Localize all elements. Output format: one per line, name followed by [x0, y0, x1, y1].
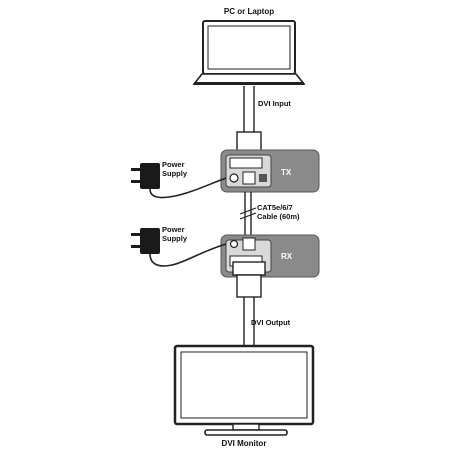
monitor-icon: [173, 344, 315, 436]
cat-cable: [239, 192, 257, 237]
power-adapter-bottom-icon: [131, 228, 227, 267]
laptop-icon: [192, 20, 306, 85]
rx-label: RX: [281, 252, 293, 261]
tx-unit-icon: [220, 149, 320, 193]
source-label: PC or Laptop: [224, 7, 274, 16]
dvi-output-label: DVI Output: [251, 318, 291, 327]
tx-label: TX: [281, 168, 292, 177]
dvi-output-cable: [243, 297, 255, 346]
dvi-output-connector-icon: [232, 261, 266, 298]
power-supply-bottom-line1: Power: [162, 225, 185, 234]
cable-label-line1: CAT5e/6/7: [257, 203, 293, 212]
dvi-input-cable: [243, 86, 255, 132]
dvi-input-label: DVI Input: [258, 99, 291, 108]
power-supply-top-line2: Supply: [162, 169, 188, 178]
power-adapter-top-icon: [131, 163, 227, 199]
power-supply-bottom-line2: Supply: [162, 234, 188, 243]
display-label: DVI Monitor: [222, 439, 267, 448]
cable-label-line2: Cable (60m): [257, 212, 300, 221]
power-supply-top-line1: Power: [162, 160, 185, 169]
